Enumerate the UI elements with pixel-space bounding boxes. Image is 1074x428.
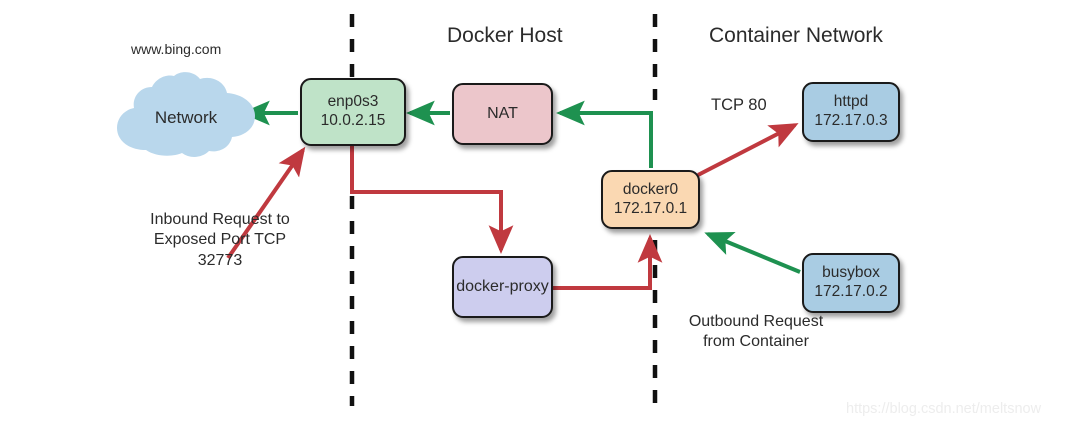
node-nat[interactable]: NAT (452, 83, 553, 145)
watermark: https://blog.csdn.net/meltsnow (846, 401, 1042, 417)
label-inbound-request: Inbound Request to Exposed Port TCP 3277… (150, 211, 290, 269)
flow-docker0-to-httpd (697, 123, 799, 177)
node-enp0s3[interactable]: enp0s3 10.0.2.15 (300, 78, 406, 146)
node-httpd-ip: 172.17.0.3 (814, 112, 888, 129)
node-busybox[interactable]: busybox 172.17.0.2 (802, 253, 900, 313)
node-docker0-ip: 172.17.0.1 (613, 199, 688, 217)
flow-docker0-to-nat (555, 100, 653, 168)
label-tcp-80: TCP 80 (711, 96, 767, 114)
node-busybox-ip: 172.17.0.2 (814, 283, 888, 300)
label-outbound-request: Outbound Request from Container (688, 313, 824, 351)
node-nat-name: NAT (487, 105, 518, 123)
node-docker-proxy-name: docker-proxy (456, 278, 549, 296)
title-container-network: Container Network (709, 24, 883, 47)
flow-busybox-to-docker0 (704, 232, 801, 274)
label-bing-domain: www.bing.com (131, 41, 222, 57)
node-docker-proxy[interactable]: docker-proxy (452, 256, 553, 318)
cloud-shape (117, 72, 255, 157)
flow-docker-proxy-to-docker0 (553, 233, 663, 290)
network-cloud-label: Network (154, 108, 218, 127)
node-docker0-name: docker0 (622, 180, 679, 198)
node-httpd[interactable]: httpd 172.17.0.3 (802, 82, 900, 142)
flow-enp0s3-to-docker-proxy (350, 146, 514, 255)
node-httpd-name: httpd (833, 93, 869, 111)
title-docker-host: Docker Host (447, 24, 563, 47)
node-busybox-name: busybox (822, 264, 880, 282)
node-docker0[interactable]: docker0 172.17.0.1 (601, 170, 700, 229)
flow-inbound-to-enp0s3 (226, 146, 306, 260)
node-enp0s3-name: enp0s3 (327, 93, 379, 111)
network-cloud: Network (112, 72, 260, 164)
node-enp0s3-ip: 10.0.2.15 (320, 112, 386, 129)
